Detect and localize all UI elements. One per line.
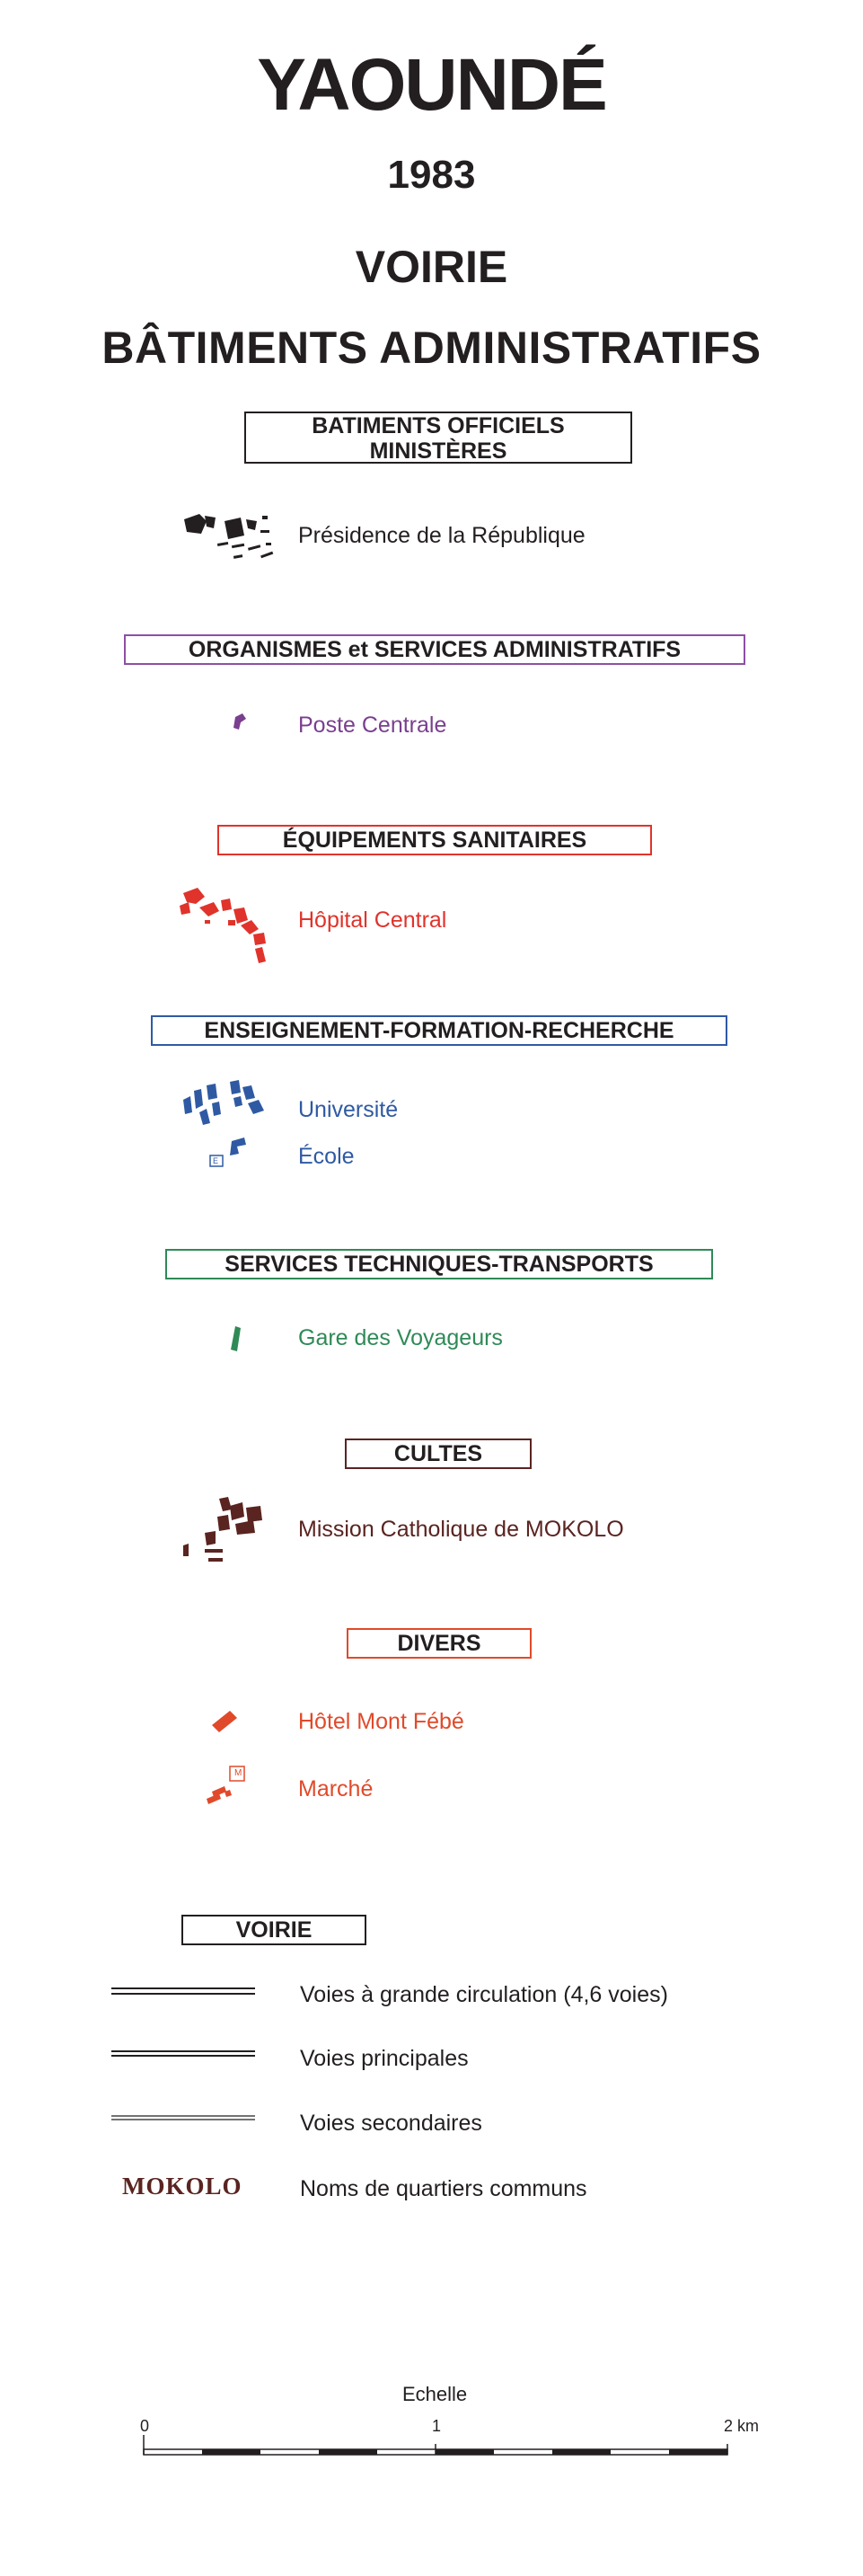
legend-heading-techniques: SERVICES TECHNIQUES-TRANSPORTS: [165, 1249, 713, 1279]
ecole-symbol-icon: [209, 1138, 246, 1167]
legend-heading-sanitaires: ÉQUIPEMENTS SANITAIRES: [217, 825, 652, 855]
legend-item-grande-circulation: Voies à grande circulation (4,6 voies): [300, 1982, 668, 2007]
legend-item-hotel: Hôtel Mont Fébé: [298, 1709, 464, 1734]
universite-symbol-icon: [183, 1080, 264, 1125]
map-subtitle-voirie: VOIRIE: [355, 242, 508, 292]
map-title: YAOUNDÉ: [257, 44, 608, 126]
legend-item-ecole: École: [298, 1144, 355, 1169]
legend-item-universite: Université: [298, 1097, 399, 1122]
legend-item-mission: Mission Catholique de MOKOLO: [298, 1517, 624, 1542]
legend-item-hopital: Hôpital Central: [298, 907, 447, 933]
legend-heading-organismes-text: ORGANISMES et SERVICES ADMINISTRATIFS: [188, 637, 682, 662]
legend-heading-officiels-line2: MINISTÈRES: [369, 438, 507, 464]
legend-heading-officiels-line1: BATIMENTS OFFICIELS: [312, 413, 565, 438]
road-secondaire-symbol: [111, 2115, 255, 2120]
legend-item-gare: Gare des Voyageurs: [298, 1325, 503, 1350]
legend-heading-voirie: VOIRIE: [181, 1915, 366, 1945]
road-principale-symbol: [111, 2050, 255, 2057]
legend-item-principales: Voies principales: [300, 2046, 469, 2071]
presidence-symbol-icon: [184, 514, 274, 559]
scale-tick-1: 1: [432, 2417, 442, 2435]
legend-heading-organismes: ORGANISMES et SERVICES ADMINISTRATIFS: [124, 634, 745, 665]
scale-tick-0: 0: [140, 2417, 150, 2435]
hopital-symbol-icon: [180, 888, 266, 963]
hotel-symbol-icon: [212, 1711, 237, 1732]
map-subtitle-batiments: BÂTIMENTS ADMINISTRATIFS: [101, 323, 762, 373]
map-year: 1983: [387, 153, 476, 197]
ecole-symbol-letter: E: [213, 1156, 219, 1165]
legend-heading-enseignement-text: ENSEIGNEMENT-FORMATION-RECHERCHE: [204, 1018, 674, 1043]
legend-heading-cultes: CULTES: [345, 1438, 532, 1469]
quartier-name-sample: MOKOLO: [122, 2173, 242, 2200]
road-grande-circulation-symbol: [111, 1987, 255, 1995]
legend-heading-sanitaires-text: ÉQUIPEMENTS SANITAIRES: [282, 828, 587, 853]
legend-item-poste: Poste Centrale: [298, 713, 447, 738]
legend-heading-cultes-text: CULTES: [393, 1441, 483, 1466]
legend-heading-enseignement: ENSEIGNEMENT-FORMATION-RECHERCHE: [151, 1015, 727, 1046]
marche-symbol-icon: [207, 1766, 245, 1804]
legend-heading-voirie-text: VOIRIE: [235, 1917, 313, 1943]
poste-symbol-icon: [233, 713, 246, 730]
scale-tick-2: 2 km: [724, 2417, 760, 2435]
legend-heading-officiels: BATIMENTS OFFICIELS MINISTÈRES: [244, 412, 632, 464]
gare-symbol-icon: [231, 1326, 241, 1351]
legend-heading-techniques-text: SERVICES TECHNIQUES-TRANSPORTS: [225, 1252, 654, 1277]
scale-bar: [143, 2435, 728, 2456]
legend-item-secondaires: Voies secondaires: [300, 2111, 482, 2136]
legend-heading-divers-text: DIVERS: [397, 1631, 481, 1656]
legend-heading-divers: DIVERS: [347, 1628, 532, 1659]
marche-symbol-letter: M: [234, 1768, 242, 1778]
legend-item-quartiers: Noms de quartiers communs: [300, 2176, 587, 2201]
legend-item-presidence: Présidence de la République: [298, 523, 586, 548]
scale-title: Echelle: [402, 2383, 468, 2405]
mission-symbol-icon: [183, 1497, 262, 1562]
legend-item-marche: Marché: [298, 1776, 374, 1801]
